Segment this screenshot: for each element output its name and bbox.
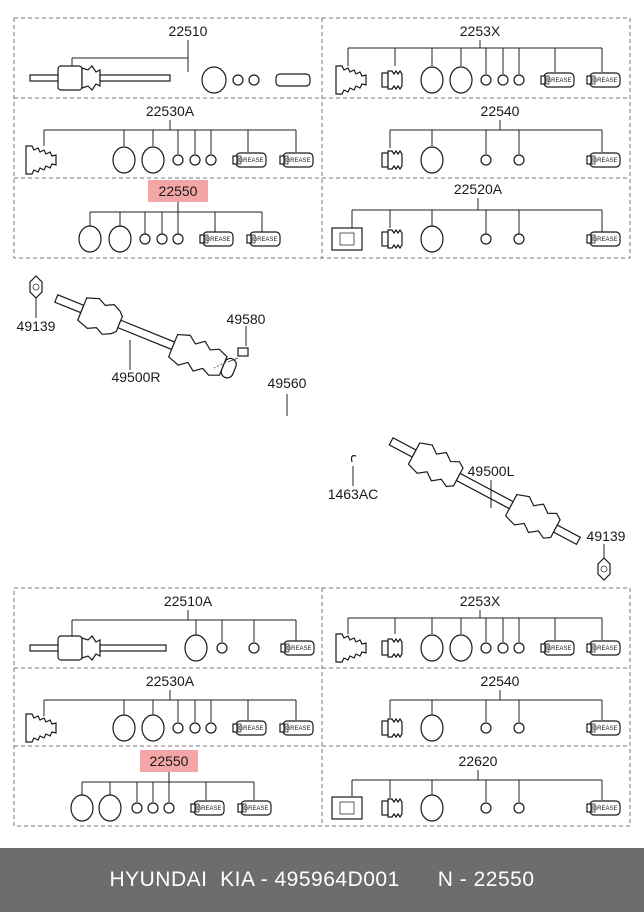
grease-label: GREASE: [592, 158, 617, 164]
grease-label: GREASE: [546, 646, 571, 652]
clamp-small: [248, 74, 260, 86]
parts-diagram: 22510 2253X: [13, 17, 631, 827]
kit-2253x-label: 2253X: [460, 593, 501, 609]
label-49139-right: 49139: [587, 528, 626, 544]
label-49500r: 49500R: [111, 369, 160, 385]
kit-22510-label: 22510: [169, 23, 208, 39]
grease-label: GREASE: [592, 646, 617, 652]
label-49139-left: 49139: [17, 318, 56, 334]
highlight-box: [148, 180, 208, 202]
nut-icon: [29, 275, 43, 299]
grease-label: GREASE: [285, 158, 310, 164]
kit-22510[interactable]: 22510: [29, 23, 311, 94]
kit-22520a-top[interactable]: 22520A GREASE: [331, 181, 621, 253]
kit-22550-label: 22550: [150, 753, 189, 769]
grease-label: GREASE: [238, 726, 263, 732]
highlight-box: [140, 750, 198, 772]
grease-label: GREASE: [592, 726, 617, 732]
grease-label: GREASE: [285, 726, 310, 732]
drive-shaft-right: [54, 294, 237, 379]
kit-22520a-label: 22520A: [454, 181, 503, 197]
grease-label: GREASE: [205, 237, 230, 243]
footer-text: HYUNDAI KIA - 495964D001 N - 22550: [109, 868, 535, 891]
grease-label: GREASE: [546, 78, 571, 84]
assembly-label-group: 49560: [268, 375, 307, 416]
kit-22620-label: 22620: [459, 753, 498, 769]
kit-22550-bottom[interactable]: 22550 GREASE GREASE: [70, 750, 272, 822]
kit-22550-label: 22550: [159, 183, 198, 199]
label-49560: 49560: [268, 375, 307, 391]
kit-22510a[interactable]: 22510A GREASE: [29, 593, 315, 662]
shaft-assembly-left[interactable]: 1463AC 49500L 49139: [328, 427, 626, 581]
tripod-housing: [331, 796, 363, 820]
outer-joint-shaft: [29, 65, 171, 91]
kit-2253x-bottom[interactable]: 2253X GREASE GREASE: [335, 593, 621, 663]
kit-22540-label: 22540: [481, 103, 520, 119]
label-49500l: 49500L: [468, 463, 515, 479]
kit-22530a-bottom[interactable]: 22530A GREASE GREASE: [25, 673, 314, 743]
grease-label: GREASE: [592, 806, 617, 812]
grease-label: GREASE: [286, 646, 311, 652]
kit-22530a-label: 22530A: [146, 103, 195, 119]
kit-2253x-top[interactable]: 2253X GREASE GREASE: [335, 23, 621, 95]
kit-22510a-label: 22510A: [164, 593, 213, 609]
kit-2253x-label: 2253X: [460, 23, 501, 39]
kit-22540-label: 22540: [481, 673, 520, 689]
kit-22540-bottom[interactable]: 22540 GREASE: [381, 673, 621, 742]
tripod-housing: [331, 227, 363, 251]
clamp-small: [232, 74, 244, 86]
shaft-assembly-right[interactable]: 49139 49500R 49580: [17, 275, 266, 385]
kit-22540-top[interactable]: 22540 GREASE: [381, 103, 621, 174]
drive-shaft-left: [388, 436, 582, 546]
nut-icon: [597, 557, 611, 581]
footer-bar: HYUNDAI KIA - 495964D001 N - 22550: [0, 848, 644, 912]
label-49580: 49580: [227, 311, 266, 327]
clamp-large: [201, 66, 227, 94]
top-kit-grid: [13, 17, 631, 259]
kit-22620[interactable]: 22620 GREASE: [331, 753, 621, 822]
grease-label: GREASE: [592, 237, 617, 243]
kit-22550-top[interactable]: 22550 GREASE GREASE: [78, 180, 281, 253]
bottom-kit-grid: [13, 587, 631, 827]
kit-22530a-top[interactable]: 22530A GREASE GREASE: [25, 103, 314, 175]
grease-label: GREASE: [243, 806, 268, 812]
bolt-icon: [213, 347, 249, 369]
kit-22530a-label: 22530A: [146, 673, 195, 689]
grease-pack: [275, 73, 311, 87]
grease-label: GREASE: [592, 78, 617, 84]
label-1463ac: 1463AC: [328, 486, 379, 502]
grease-label: GREASE: [252, 237, 277, 243]
outer-joint-shaft: [29, 635, 167, 661]
clip-icon: [350, 455, 357, 463]
grease-label: GREASE: [238, 158, 263, 164]
grease-label: GREASE: [196, 806, 221, 812]
